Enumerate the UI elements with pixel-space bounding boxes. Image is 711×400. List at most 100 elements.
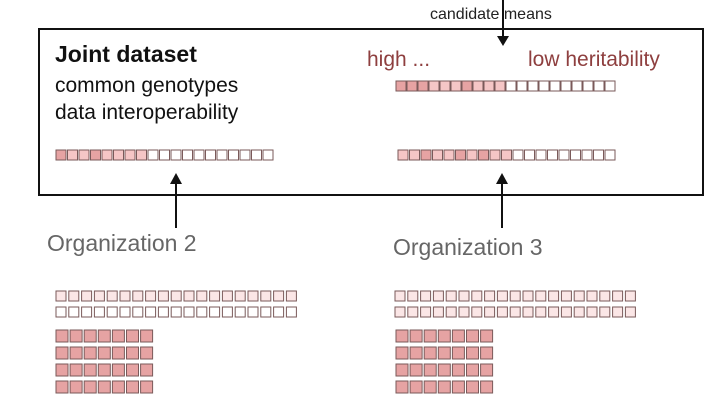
cell bbox=[140, 380, 154, 394]
org2-block-row-2 bbox=[55, 346, 154, 360]
cell bbox=[395, 380, 409, 394]
heritability-low-label: low heritability bbox=[528, 48, 660, 71]
cell bbox=[439, 80, 451, 92]
cell bbox=[132, 306, 144, 318]
cell bbox=[136, 149, 147, 161]
cell bbox=[535, 306, 547, 318]
org3-block-row-1 bbox=[395, 329, 494, 343]
cell bbox=[260, 306, 272, 318]
cell bbox=[394, 290, 406, 302]
cell bbox=[395, 329, 409, 343]
cell bbox=[593, 80, 605, 92]
cell bbox=[157, 306, 169, 318]
cell bbox=[466, 380, 479, 394]
cell bbox=[97, 380, 111, 394]
cell bbox=[432, 306, 444, 318]
cell bbox=[484, 290, 496, 302]
cell bbox=[549, 80, 561, 92]
cell bbox=[183, 306, 195, 318]
cell bbox=[170, 290, 182, 302]
cell bbox=[423, 329, 437, 343]
cell bbox=[193, 149, 205, 161]
cell bbox=[612, 290, 624, 302]
cell bbox=[443, 149, 455, 161]
cell bbox=[480, 329, 494, 343]
cell bbox=[417, 80, 429, 92]
cell bbox=[205, 149, 216, 161]
cell bbox=[126, 329, 139, 343]
cell bbox=[560, 306, 572, 318]
cell bbox=[395, 346, 409, 360]
cell bbox=[604, 80, 616, 92]
cell bbox=[251, 149, 262, 161]
org3-row-2 bbox=[394, 306, 636, 318]
cell bbox=[145, 290, 157, 302]
cell bbox=[132, 290, 144, 302]
cell bbox=[455, 149, 466, 161]
org2-row-1 bbox=[55, 290, 297, 302]
cell bbox=[395, 80, 407, 92]
cell bbox=[496, 306, 508, 318]
cell bbox=[409, 329, 423, 343]
cell bbox=[81, 306, 93, 318]
cell bbox=[451, 346, 465, 360]
cell bbox=[124, 149, 136, 161]
cell bbox=[437, 380, 451, 394]
cell bbox=[420, 306, 432, 318]
cell bbox=[489, 149, 501, 161]
cell bbox=[480, 363, 494, 377]
cell bbox=[67, 149, 78, 161]
cell bbox=[599, 306, 611, 318]
cell bbox=[106, 306, 118, 318]
cell bbox=[428, 80, 440, 92]
cell bbox=[140, 329, 154, 343]
cell bbox=[55, 380, 69, 394]
cell bbox=[97, 329, 111, 343]
cell bbox=[69, 363, 83, 377]
cell bbox=[423, 363, 437, 377]
cell bbox=[420, 149, 432, 161]
cell bbox=[472, 80, 484, 92]
cell bbox=[599, 290, 611, 302]
cell bbox=[216, 149, 228, 161]
cell bbox=[420, 290, 432, 302]
cell bbox=[522, 290, 534, 302]
cell bbox=[558, 149, 570, 161]
cell bbox=[451, 329, 465, 343]
cell bbox=[69, 329, 83, 343]
cell bbox=[90, 149, 101, 161]
cell bbox=[93, 290, 105, 302]
cell bbox=[445, 306, 457, 318]
cell bbox=[409, 346, 423, 360]
cell bbox=[68, 306, 80, 318]
cell-grid-layer bbox=[55, 80, 636, 394]
cell bbox=[55, 149, 67, 161]
cell bbox=[494, 80, 506, 92]
cell bbox=[209, 306, 221, 318]
cell bbox=[445, 290, 457, 302]
cell bbox=[83, 380, 97, 394]
cell bbox=[466, 346, 479, 360]
org3-block-row-4 bbox=[395, 380, 494, 394]
cell bbox=[273, 306, 285, 318]
cell bbox=[196, 290, 208, 302]
cell bbox=[570, 149, 581, 161]
cell bbox=[560, 80, 572, 92]
cell bbox=[407, 306, 419, 318]
cell bbox=[484, 306, 496, 318]
joint-dataset-title: Joint dataset bbox=[55, 41, 197, 67]
cell bbox=[471, 306, 483, 318]
cell bbox=[397, 149, 409, 161]
cell bbox=[273, 290, 285, 302]
cell bbox=[83, 346, 97, 360]
org2-block-row-4 bbox=[55, 380, 154, 394]
cell bbox=[126, 363, 139, 377]
cell bbox=[221, 306, 233, 318]
cell bbox=[437, 346, 451, 360]
cell bbox=[55, 329, 69, 343]
cell bbox=[478, 149, 489, 161]
cell bbox=[78, 149, 90, 161]
cell bbox=[573, 306, 585, 318]
cell bbox=[119, 306, 131, 318]
cell bbox=[461, 80, 473, 92]
